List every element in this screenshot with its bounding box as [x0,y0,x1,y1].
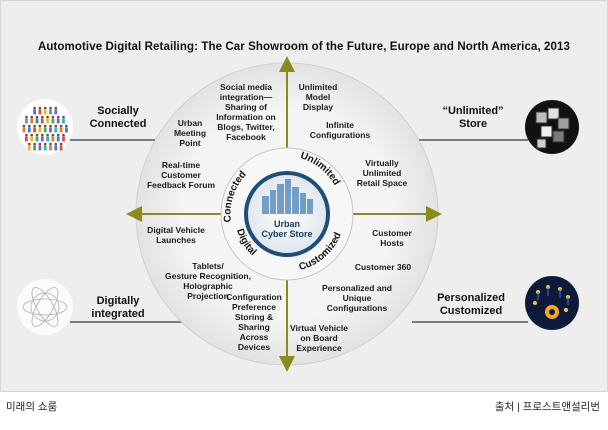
feature-line: Devices [237,342,271,352]
caption-left: 미래의 쇼룸 [6,401,58,413]
feature-line: Holographic [183,281,233,291]
hub-label: Urban Cyber Store [261,219,313,239]
feature-line: Customer [372,228,412,238]
feature-line: Hosts [380,238,404,248]
feature-line: Configurations [309,130,371,140]
feature-line: Experience [296,343,342,353]
feature-line: Unlimited [298,82,338,92]
atom-network-icon [17,279,73,335]
feature-line: Model [305,92,331,102]
feature-line: Launches [156,235,196,245]
feature-line: integration— [219,92,273,102]
feature-line: Social media [220,82,272,92]
feature-line: Personalized and [322,283,392,293]
feature-line: Across [239,332,269,342]
digitally-integrated-title: Digitally integrated [91,295,145,320]
feature-line: Customer 360 [354,262,412,272]
feature-line: Customer [161,170,201,180]
personalized-customized-title: Personalized Customized [437,292,505,317]
feature-line: Feedback Forum [146,180,216,190]
feature-line: Configuration [226,292,282,302]
feature-line: Facebook [226,132,266,142]
feature-line: Unique [342,293,372,303]
diagram-title: Automotive Digital Retailing: The Car Sh… [37,41,571,53]
feature-line: Gesture Recognition, [165,271,251,281]
feature-line: Preference [232,302,276,312]
feature-line: Retail Space [356,178,408,188]
feature-line: Real-time [161,160,201,170]
feature-line: Unlimited [362,168,402,178]
glowing-lights-icon [525,276,579,330]
unlimited-store-title: “Unlimited” Store [442,105,504,130]
feature-line: on Board [300,333,338,343]
black-cubes-icon [525,100,579,154]
socially-connected-title: Socially Connected [89,105,147,130]
city-skyline-icon [262,179,313,214]
showroom-diagram: Connected Unlimited Digital Customized [17,56,579,372]
feature-line: Information on [216,112,276,122]
feature-line: Digital Vehicle [147,225,205,235]
caption-source: 출처 | 프로스트앤설리번 [494,401,600,413]
feature-line: Infinite [326,120,354,130]
people-crowd-icon [17,99,73,155]
feature-line: Sharing [238,322,270,332]
feature-line: Projection [187,291,229,301]
feature-line: Sharing of [224,102,268,112]
feature-line: Display [302,102,334,112]
feature-line: Configurations [326,303,388,313]
feature-line: Virtual Vehicle [290,323,348,333]
feature-customer-360: Customer 360 [355,262,411,272]
feature-line: Storing & [234,312,274,322]
feature-line: Urban [177,118,203,128]
feature-line: Virtually [365,158,399,168]
feature-line: Point [179,138,201,148]
feature-line: Tablets/ [192,261,224,271]
feature-line: Meeting [173,128,207,138]
feature-line: Blogs, Twitter, [217,122,275,132]
